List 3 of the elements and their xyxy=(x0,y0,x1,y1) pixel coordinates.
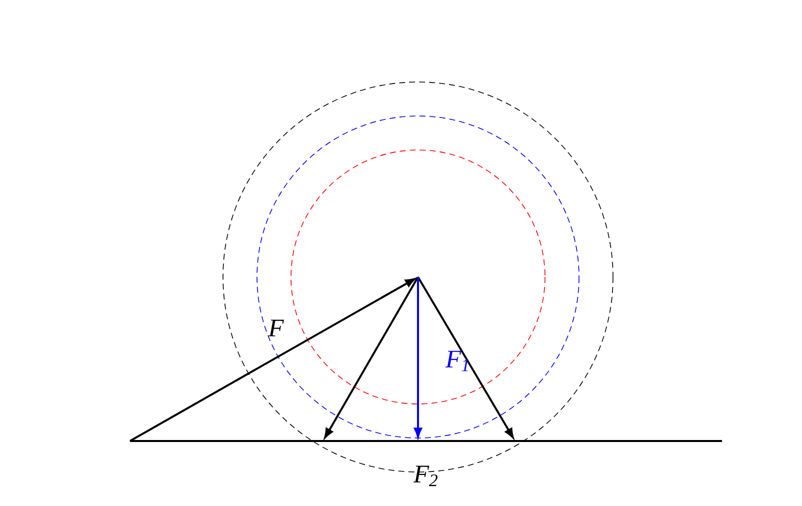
vector-label: F$_{2}$ xyxy=(413,466,438,486)
vector-label: F$_{1}$ xyxy=(445,350,468,372)
vector-label: F xyxy=(268,320,284,336)
